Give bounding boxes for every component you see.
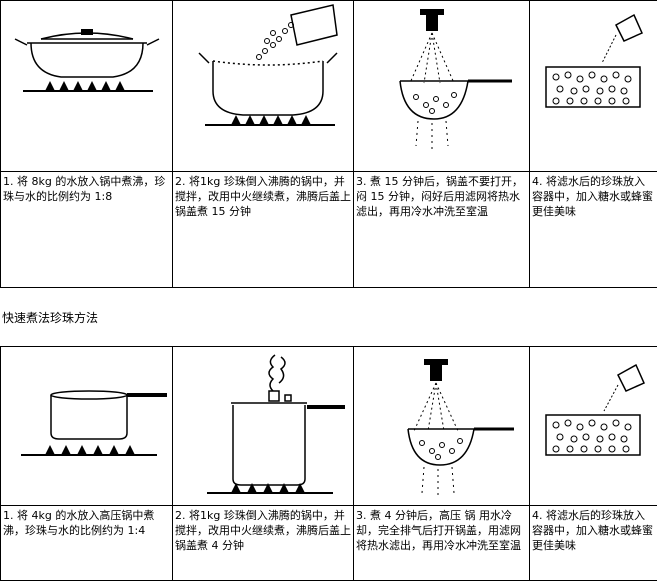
quick-method-table: 1. 将 4kg 的水放入高压锅中煮沸，珍珠与水的比例约为 1:4 2. 将1k… (0, 346, 657, 581)
saucepan-on-stove-icon (1, 347, 173, 505)
step-3-text: 3. 煮 15 分钟后，锅盖不要打开，闷 15 分钟，闷好后用滤网将热水滤出，再… (354, 172, 529, 287)
step-4-text: 4. 将滤水后的珍珠放入容器中，加入糖水或蜂蜜更佳美味 (530, 172, 657, 287)
caption-row: 1. 将 8kg 的水放入锅中煮沸，珍珠与水的比例约为 1:8 2. 将1kg … (1, 172, 657, 288)
step-3-illustration (354, 347, 530, 506)
illustration-row (1, 1, 657, 172)
step-3-text: 3. 煮 4 分钟后，高压 锅 用水冷却，完全排气后打开锅盖，用滤网将热水滤出，… (354, 506, 529, 580)
step-1-text: 1. 将 8kg 的水放入锅中煮沸，珍珠与水的比例约为 1:8 (1, 172, 172, 287)
container-pearls-icon (530, 347, 657, 505)
step-3-illustration (354, 1, 530, 172)
caption-row: 1. 将 4kg 的水放入高压锅中煮沸，珍珠与水的比例约为 1:4 2. 将1k… (1, 506, 657, 581)
step-1-illustration (1, 1, 173, 172)
step-2-illustration (173, 347, 354, 506)
step-1-illustration (1, 347, 173, 506)
standard-method-table: 1. 将 8kg 的水放入锅中煮沸，珍珠与水的比例约为 1:8 2. 将1kg … (0, 0, 657, 288)
section-title: 快速煮法珍珠方法 (2, 309, 98, 326)
faucet-strainer-icon (354, 347, 530, 505)
step-4-illustration (530, 347, 657, 506)
pressure-cooker-icon (173, 347, 354, 505)
pot-on-stove-icon (1, 1, 173, 171)
pouring-pearls-icon (173, 1, 354, 171)
illustration-row (1, 347, 657, 506)
step-2-text: 2. 将1kg 珍珠倒入沸腾的锅中，并搅拌，改用中火继续煮，沸腾后盖上锅盖煮 4… (173, 506, 353, 580)
container-pearls-icon (530, 1, 657, 171)
step-4-text: 4. 将滤水后的珍珠放入容器中，加入糖水或蜂蜜更佳美味 (530, 506, 657, 580)
step-1-text: 1. 将 4kg 的水放入高压锅中煮沸，珍珠与水的比例约为 1:4 (1, 506, 172, 580)
step-2-text: 2. 将1kg 珍珠倒入沸腾的锅中，并搅拌，改用中火继续煮，沸腾后盖上锅盖煮 1… (173, 172, 353, 287)
step-2-illustration (173, 1, 354, 172)
step-4-illustration (530, 1, 657, 172)
faucet-strainer-icon (354, 1, 530, 171)
